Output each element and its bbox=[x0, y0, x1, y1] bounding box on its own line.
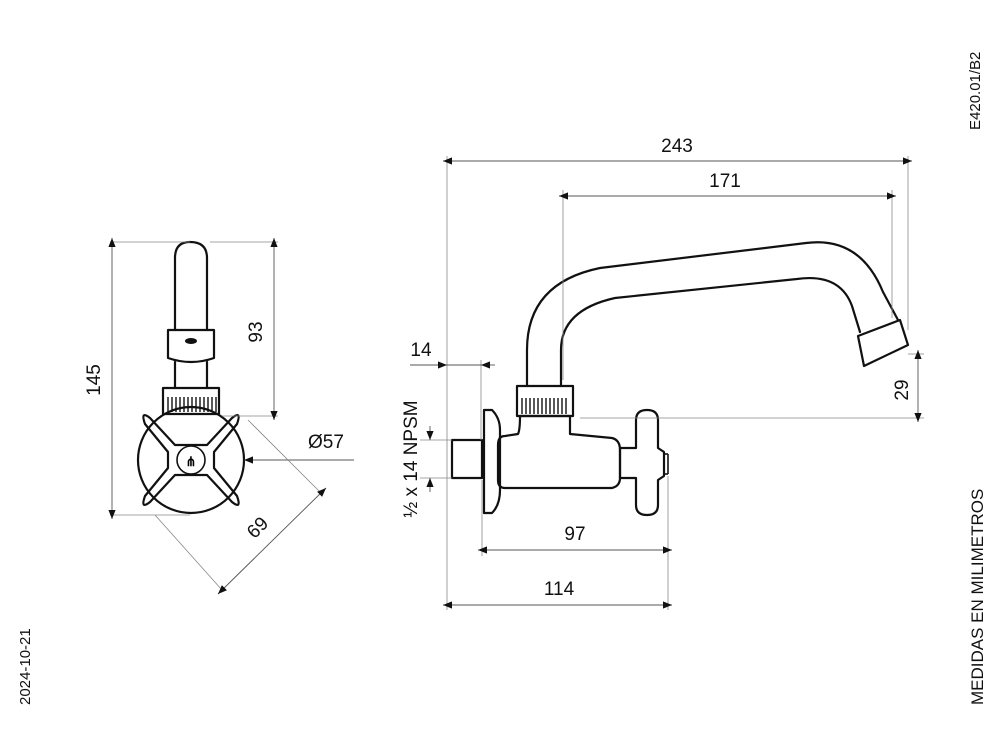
dim-body-to-handle: 97 bbox=[564, 524, 585, 545]
side-thread-inlet bbox=[450, 438, 484, 480]
dim-spout-height: 93 bbox=[246, 321, 267, 342]
front-handle-cap bbox=[176, 445, 206, 475]
dim-overall-length: 243 bbox=[661, 136, 693, 157]
side-spout-inner bbox=[559, 277, 862, 388]
side-cross-handle bbox=[618, 408, 666, 517]
side-knurl-pattern bbox=[521, 398, 567, 414]
dim-flange-thickness: 14 bbox=[410, 340, 432, 361]
dim-handle-diagonal: 69 bbox=[243, 513, 273, 543]
units-note: MEDIDAS EN MILIMETROS bbox=[968, 489, 987, 705]
dim-height-total: 145 bbox=[84, 364, 105, 396]
drawing-date: 2024-10-21 bbox=[17, 628, 34, 705]
dim-handle-diameter: Ø57 bbox=[308, 432, 344, 453]
side-view: 243 171 29 14 ½ x 14 NPSM 97 114 bbox=[401, 136, 924, 610]
brand-logo-icon: ⋔ bbox=[186, 454, 197, 469]
side-spout-outer bbox=[525, 241, 900, 388]
dim-outlet-height: 29 bbox=[892, 379, 913, 400]
side-wall-flange bbox=[482, 408, 502, 515]
dim-wall-to-handle: 114 bbox=[544, 579, 575, 600]
front-knurled-nut bbox=[161, 386, 221, 416]
front-spout bbox=[173, 240, 209, 332]
front-cross-handle bbox=[142, 413, 240, 507]
side-outlet-nozzle bbox=[856, 318, 910, 368]
front-view: ⋔ 145 93 Ø57 69 bbox=[84, 238, 354, 595]
thread-spec: ½ x 14 NPSM bbox=[401, 400, 422, 517]
nozzle-aerator-icon bbox=[185, 338, 197, 344]
side-valve-body bbox=[496, 414, 622, 490]
dim-spout-reach: 171 bbox=[709, 171, 741, 192]
front-nozzle bbox=[166, 328, 216, 364]
drawing-code: E420.01/B2 bbox=[967, 52, 984, 130]
